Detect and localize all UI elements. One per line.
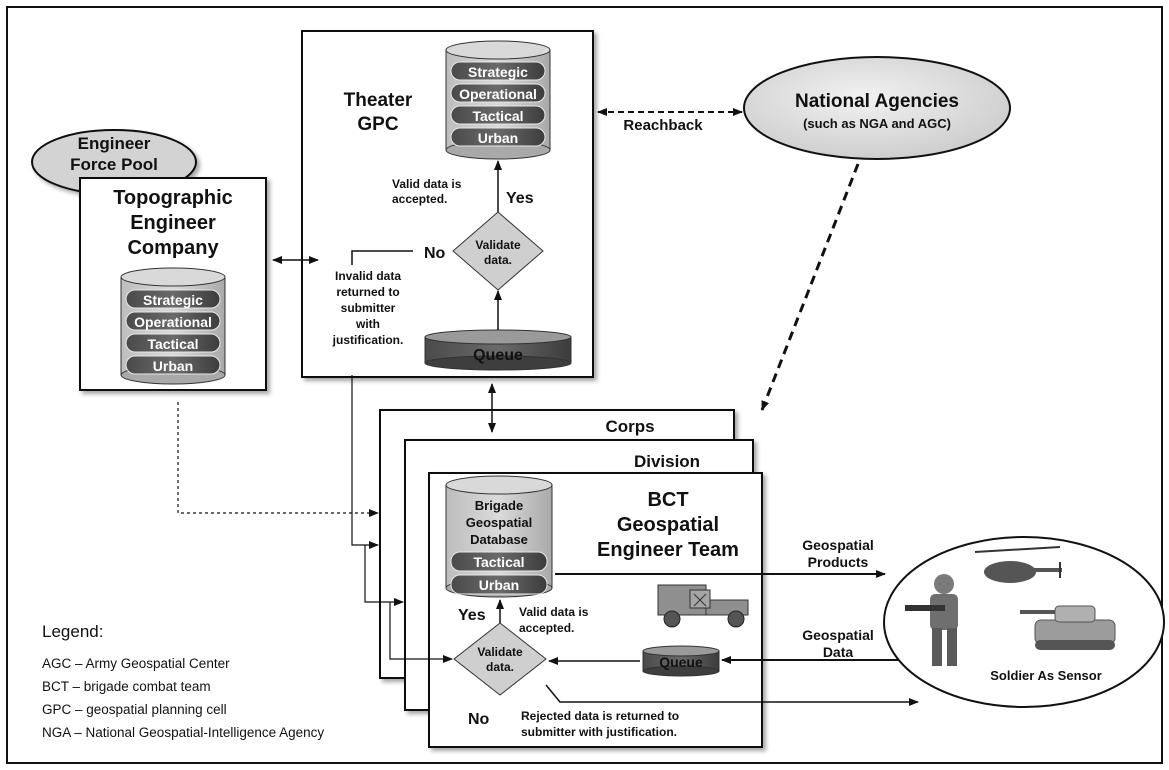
invalid-feed-bct xyxy=(389,602,453,663)
topo-database-icon xyxy=(120,267,226,385)
national-line-1: National Agencies xyxy=(795,91,959,112)
division-label: Division xyxy=(634,452,700,471)
invalid-feed-corps xyxy=(351,375,379,549)
bct-queue-icon xyxy=(642,645,720,677)
theater-yes: Yes xyxy=(506,190,534,207)
products-line-1: Geospatial xyxy=(802,537,874,553)
theater-database-icon xyxy=(445,40,551,160)
topo-layer-urban: Urban xyxy=(153,358,193,374)
national-line-2: (such as NGA and AGC) xyxy=(803,116,951,131)
invalid-5: justification. xyxy=(332,333,404,347)
theater-layer-tactical: Tactical xyxy=(472,108,523,124)
brigade-database-icon xyxy=(445,475,553,598)
invalid-2: returned to xyxy=(336,285,399,299)
legend-item: BCT – brigade combat team xyxy=(42,679,211,694)
theater-validate-2: data. xyxy=(484,253,512,267)
tank-icon xyxy=(1020,605,1116,650)
bct-title-3: Engineer Team xyxy=(597,539,739,561)
national-agencies-ellipse xyxy=(743,56,1011,160)
bct-yes: Yes xyxy=(458,607,486,624)
theater-valid-2: accepted. xyxy=(392,192,447,206)
topo-line-2: Engineer xyxy=(130,212,216,234)
theater-layer-strategic: Strategic xyxy=(468,64,528,80)
rejected-return-arrow xyxy=(545,684,919,706)
brigade-layer-urban: Urban xyxy=(479,577,519,593)
rejected-2: submitter with justification. xyxy=(521,725,677,739)
theater-layer-operational: Operational xyxy=(459,86,537,102)
legend-item: NGA – National Geospatial-Intelligence A… xyxy=(42,725,325,740)
legend-item: AGC – Army Geospatial Center xyxy=(42,656,230,671)
soldier-icon xyxy=(905,574,958,666)
topo-line-3: Company xyxy=(127,237,219,259)
truck-icon xyxy=(657,584,749,628)
theater-validate-1: Validate xyxy=(475,238,521,252)
rejected-1: Rejected data is returned to xyxy=(521,709,679,723)
invalid-1: Invalid data xyxy=(335,269,401,283)
invalid-3: submitter xyxy=(341,301,396,315)
legend: Legend: AGC – Army Geospatial Center BCT… xyxy=(42,622,324,744)
corps-label: Corps xyxy=(605,417,654,436)
theater-layer-urban: Urban xyxy=(478,130,518,146)
brigade-layer-tactical: Tactical xyxy=(473,554,524,570)
soldier-label: Soldier As Sensor xyxy=(990,668,1102,683)
theater-queue-label: Queue xyxy=(473,347,523,364)
theater-no: No xyxy=(424,245,446,262)
theater-title-2: GPC xyxy=(357,114,398,135)
theater-title-1: Theater xyxy=(344,90,413,111)
data-line-2: Data xyxy=(823,644,854,660)
pool-line-2: Force Pool xyxy=(70,155,158,174)
topo-to-corps-dashed xyxy=(177,402,379,517)
topo-layer-operational: Operational xyxy=(134,314,212,330)
topo-layer-strategic: Strategic xyxy=(143,292,203,308)
bct-no: No xyxy=(468,711,490,728)
brigade-db-3: Database xyxy=(470,532,528,547)
data-line-1: Geospatial xyxy=(802,627,874,643)
pool-line-1: Engineer xyxy=(78,134,151,153)
topo-line-1: Topographic xyxy=(113,187,233,209)
topo-layer-tactical: Tactical xyxy=(147,336,198,352)
bct-valid-1: Valid data is xyxy=(519,605,589,619)
reachback-label: Reachback xyxy=(623,117,703,134)
bct-title-1: BCT xyxy=(647,489,688,511)
invalid-4: with xyxy=(355,317,380,331)
theater-valid-1: Valid data is xyxy=(392,177,462,191)
legend-item: GPC – geospatial planning cell xyxy=(42,702,227,717)
bct-title-2: Geospatial xyxy=(617,514,719,536)
bct-validate-diamond xyxy=(453,622,547,696)
helicopter-icon xyxy=(974,546,1062,583)
bct-queue-label: Queue xyxy=(659,654,703,670)
brigade-db-1: Brigade xyxy=(475,498,523,513)
products-line-2: Products xyxy=(808,554,869,570)
legend-title: Legend: xyxy=(42,622,104,641)
bct-valid-2: accepted. xyxy=(519,621,574,635)
theater-no-line xyxy=(351,250,413,265)
bct-validate-2: data. xyxy=(486,660,514,674)
brigade-db-2: Geospatial xyxy=(466,515,532,530)
bct-validate-1: Validate xyxy=(477,645,523,659)
theater-queue-icon xyxy=(424,329,572,371)
